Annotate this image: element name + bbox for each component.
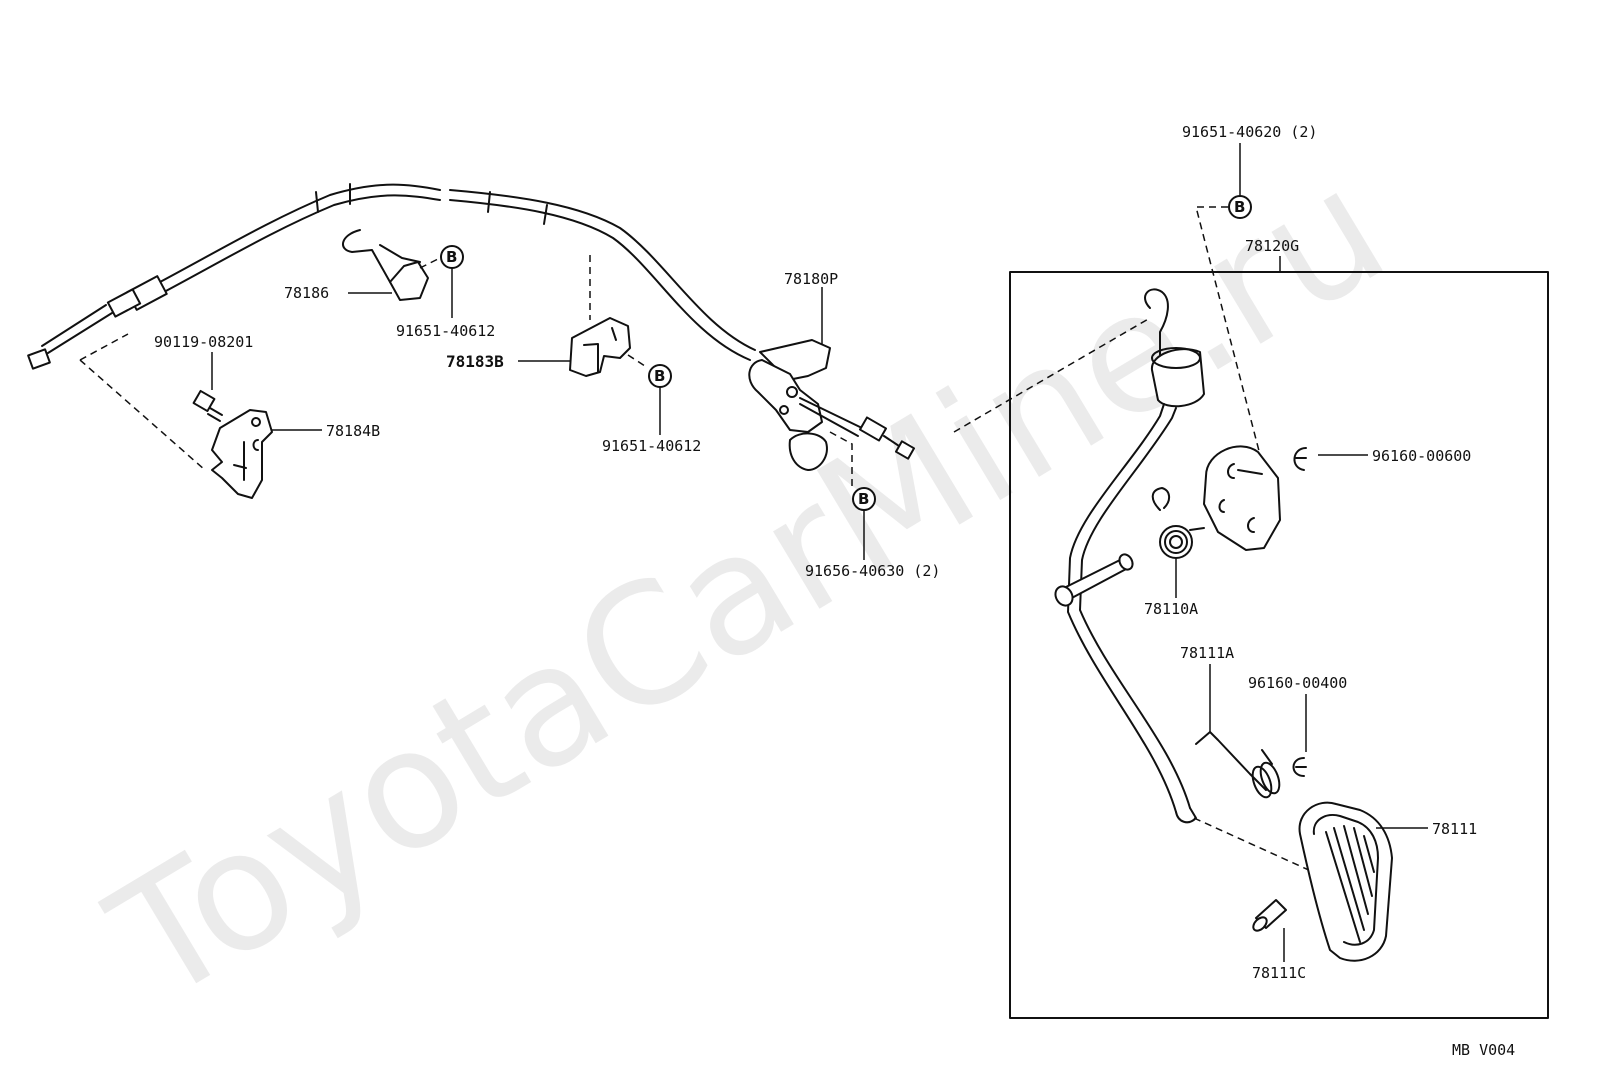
return-spring-78110A bbox=[1151, 487, 1205, 559]
fastener-mark: B bbox=[1234, 198, 1245, 216]
pedal-pad-78111 bbox=[1298, 801, 1393, 962]
label-78184B: 78184B bbox=[326, 422, 380, 440]
label-91651-40612-a: 91651-40612 bbox=[396, 322, 495, 340]
accelerator-cable bbox=[27, 183, 756, 370]
watermark: ToyotaCarMine.ru bbox=[80, 131, 1415, 1038]
bolt-90119-08201 bbox=[192, 389, 223, 422]
fastener-mark: B bbox=[858, 490, 869, 508]
pedal-assembly-frame bbox=[1009, 271, 1549, 1019]
label-78183B: 78183B bbox=[446, 352, 504, 371]
label-78180P: 78180P bbox=[784, 270, 838, 288]
pivot-shaft bbox=[1054, 553, 1134, 607]
label-78111: 78111 bbox=[1432, 820, 1477, 838]
pad-spring-78111A bbox=[1195, 731, 1281, 799]
label-91651-40612-b: 91651-40612 bbox=[602, 437, 701, 455]
label-78186: 78186 bbox=[284, 284, 329, 302]
label-96160-00600: 96160-00600 bbox=[1372, 447, 1471, 465]
label-78111A: 78111A bbox=[1180, 644, 1234, 662]
e-ring-96160-00400 bbox=[1292, 757, 1307, 777]
label-90119-08201: 90119-08201 bbox=[154, 333, 253, 351]
label-78120G: 78120G bbox=[1245, 237, 1299, 255]
cable-clip-78183B bbox=[569, 317, 631, 377]
label-78111C: 78111C bbox=[1252, 964, 1306, 982]
cable-end-78180P bbox=[748, 339, 916, 471]
label-91656-40630: 91656-40630 (2) bbox=[805, 562, 940, 580]
fastener-mark: B bbox=[446, 248, 457, 266]
label-78110A: 78110A bbox=[1144, 600, 1198, 618]
diagram-code: MB V004 bbox=[1452, 1041, 1515, 1059]
stop-plate bbox=[1203, 445, 1281, 551]
label-91651-40620: 91651-40620 (2) bbox=[1182, 123, 1317, 141]
bracket-78184B bbox=[211, 409, 273, 499]
pin-78111C bbox=[1252, 899, 1287, 932]
fastener-mark: B bbox=[654, 367, 665, 385]
pedal-arm-78110A bbox=[1067, 288, 1205, 824]
fastener-b-icon bbox=[1228, 195, 1252, 219]
cable-clamp-78186 bbox=[342, 229, 429, 301]
e-ring-96160-00600 bbox=[1293, 447, 1307, 471]
label-96160-00400: 96160-00400 bbox=[1248, 674, 1347, 692]
